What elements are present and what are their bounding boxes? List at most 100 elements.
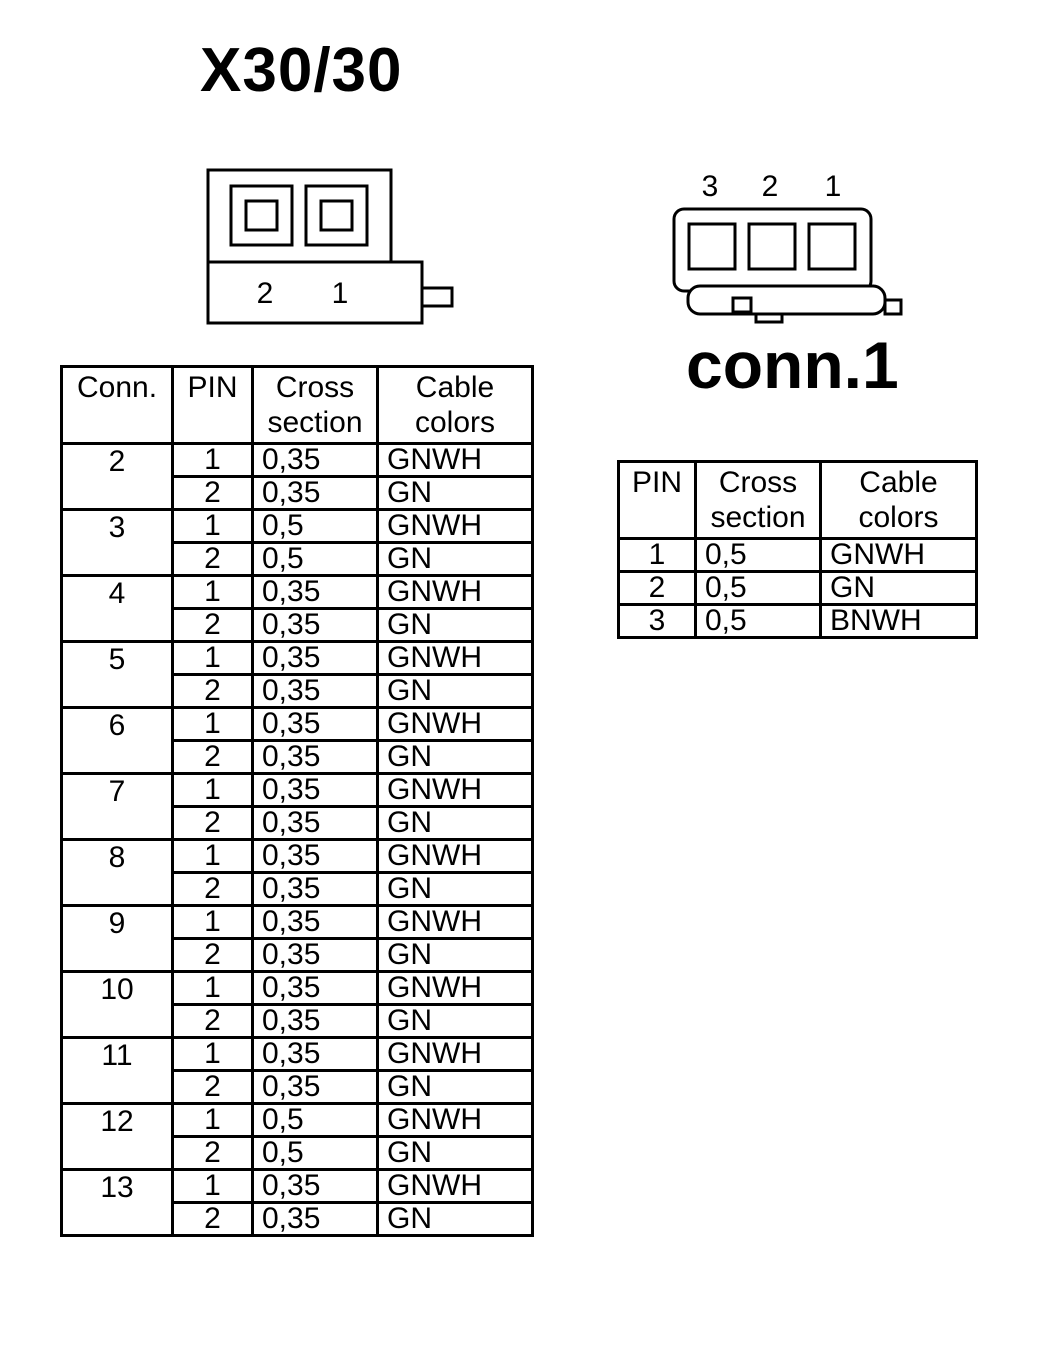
conn-number-cell: 5 (60, 640, 174, 709)
pin-cell: 1 (171, 1036, 254, 1072)
cross-section-cell: 0,35 (251, 706, 379, 742)
cross-section-cell: 0,35 (251, 871, 379, 907)
x30-pin-1-cavity (304, 184, 369, 247)
header-conn: Conn. (60, 365, 174, 445)
header-cross-line: Cross (275, 371, 355, 404)
cable-color-cell: GN (376, 1003, 534, 1039)
conn-number-cell: 4 (60, 574, 174, 643)
cross-section-cell: 0,5 (251, 508, 379, 544)
pin-cell: 2 (171, 739, 254, 775)
cable-color-cell: GN (376, 607, 534, 643)
cable-color-cell: GNWH (376, 1168, 534, 1204)
cross-section-cell: 0,35 (251, 1003, 379, 1039)
pin-cell: 2 (171, 541, 254, 577)
pin-cell: 3 (617, 603, 697, 639)
cross-section-cell: 0,35 (251, 1069, 379, 1105)
conn1-pin-1-cavity (807, 222, 857, 271)
cable-color-cell: GN (376, 871, 534, 907)
pin-cell: 2 (171, 1069, 254, 1105)
x30-title: X30/30 (200, 36, 403, 105)
pin-cell: 1 (617, 537, 697, 573)
cable-color-cell: GN (376, 673, 534, 709)
header-cable-colors: Cable colors (376, 365, 534, 445)
header-cross-section: Cross section (694, 460, 822, 540)
cross-section-cell: 0,35 (251, 904, 379, 940)
header-cable-colors: Cable colors (819, 460, 978, 540)
header-cross-line: section (710, 501, 806, 534)
cross-section-cell: 0,5 (251, 541, 379, 577)
pin-cell: 1 (171, 838, 254, 874)
cross-section-cell: 0,35 (251, 772, 379, 808)
header-pin: PIN (617, 460, 697, 540)
conn1-connector-body (672, 207, 873, 293)
conn1-pin-2-cavity (747, 222, 797, 271)
header-pin: PIN (171, 365, 254, 445)
cross-section-cell: 0,35 (251, 475, 379, 511)
pin-cell: 1 (171, 574, 254, 610)
cable-color-cell: GN (376, 1201, 534, 1237)
cross-section-cell: 0,35 (251, 838, 379, 874)
cable-color-cell: GNWH (376, 706, 534, 742)
cross-section-cell: 0,35 (251, 1036, 379, 1072)
cross-section-cell: 0,5 (251, 1102, 379, 1138)
pin-cell: 1 (171, 1168, 254, 1204)
cross-section-cell: 0,35 (251, 574, 379, 610)
cross-section-cell: 0,35 (251, 937, 379, 973)
header-colors-line: Cable (415, 371, 495, 404)
header-colors-line: Cable (859, 466, 938, 499)
pin-cell: 2 (171, 1003, 254, 1039)
conn-number-cell: 6 (60, 706, 174, 775)
conn1-connector-latch (883, 298, 903, 316)
conn-number-cell: 9 (60, 904, 174, 973)
cable-color-cell: GNWH (376, 838, 534, 874)
cross-section-cell: 0,35 (251, 739, 379, 775)
header-cross-section: Cross section (251, 365, 379, 445)
pin-cell: 1 (171, 970, 254, 1006)
pin-cell: 2 (171, 871, 254, 907)
x30-pin-1-contact (319, 199, 354, 232)
conn1-key-slot (731, 296, 753, 314)
cross-section-cell: 0,5 (694, 570, 822, 606)
pin-cell: 1 (171, 640, 254, 676)
cross-section-cell: 0,5 (694, 603, 822, 639)
cross-section-cell: 0,35 (251, 1201, 379, 1237)
cable-color-cell: GNWH (376, 508, 534, 544)
header-colors-line: colors (414, 406, 496, 439)
pin-cell: 2 (171, 937, 254, 973)
conn1-connector-base (686, 284, 887, 316)
pin-cell: 1 (171, 1102, 254, 1138)
cable-color-cell: GN (819, 570, 978, 606)
cross-section-cell: 0,35 (251, 442, 379, 478)
cable-color-cell: GNWH (376, 442, 534, 478)
cable-color-cell: GN (376, 1069, 534, 1105)
cross-section-cell: 0,35 (251, 970, 379, 1006)
x30-connector-latch (420, 286, 454, 308)
cross-section-cell: 0,35 (251, 640, 379, 676)
cross-section-cell: 0,35 (251, 673, 379, 709)
header-colors-line: colors (858, 501, 939, 534)
pin-cell: 2 (171, 805, 254, 841)
pin-cell: 2 (171, 673, 254, 709)
x30-pin-2-contact (244, 199, 279, 232)
pin-cell: 2 (171, 1201, 254, 1237)
cable-color-cell: GN (376, 937, 534, 973)
pin-cell: 1 (171, 904, 254, 940)
cable-color-cell: GN (376, 1135, 534, 1171)
header-cross-line: Cross (718, 466, 798, 499)
cross-section-cell: 0,35 (251, 607, 379, 643)
